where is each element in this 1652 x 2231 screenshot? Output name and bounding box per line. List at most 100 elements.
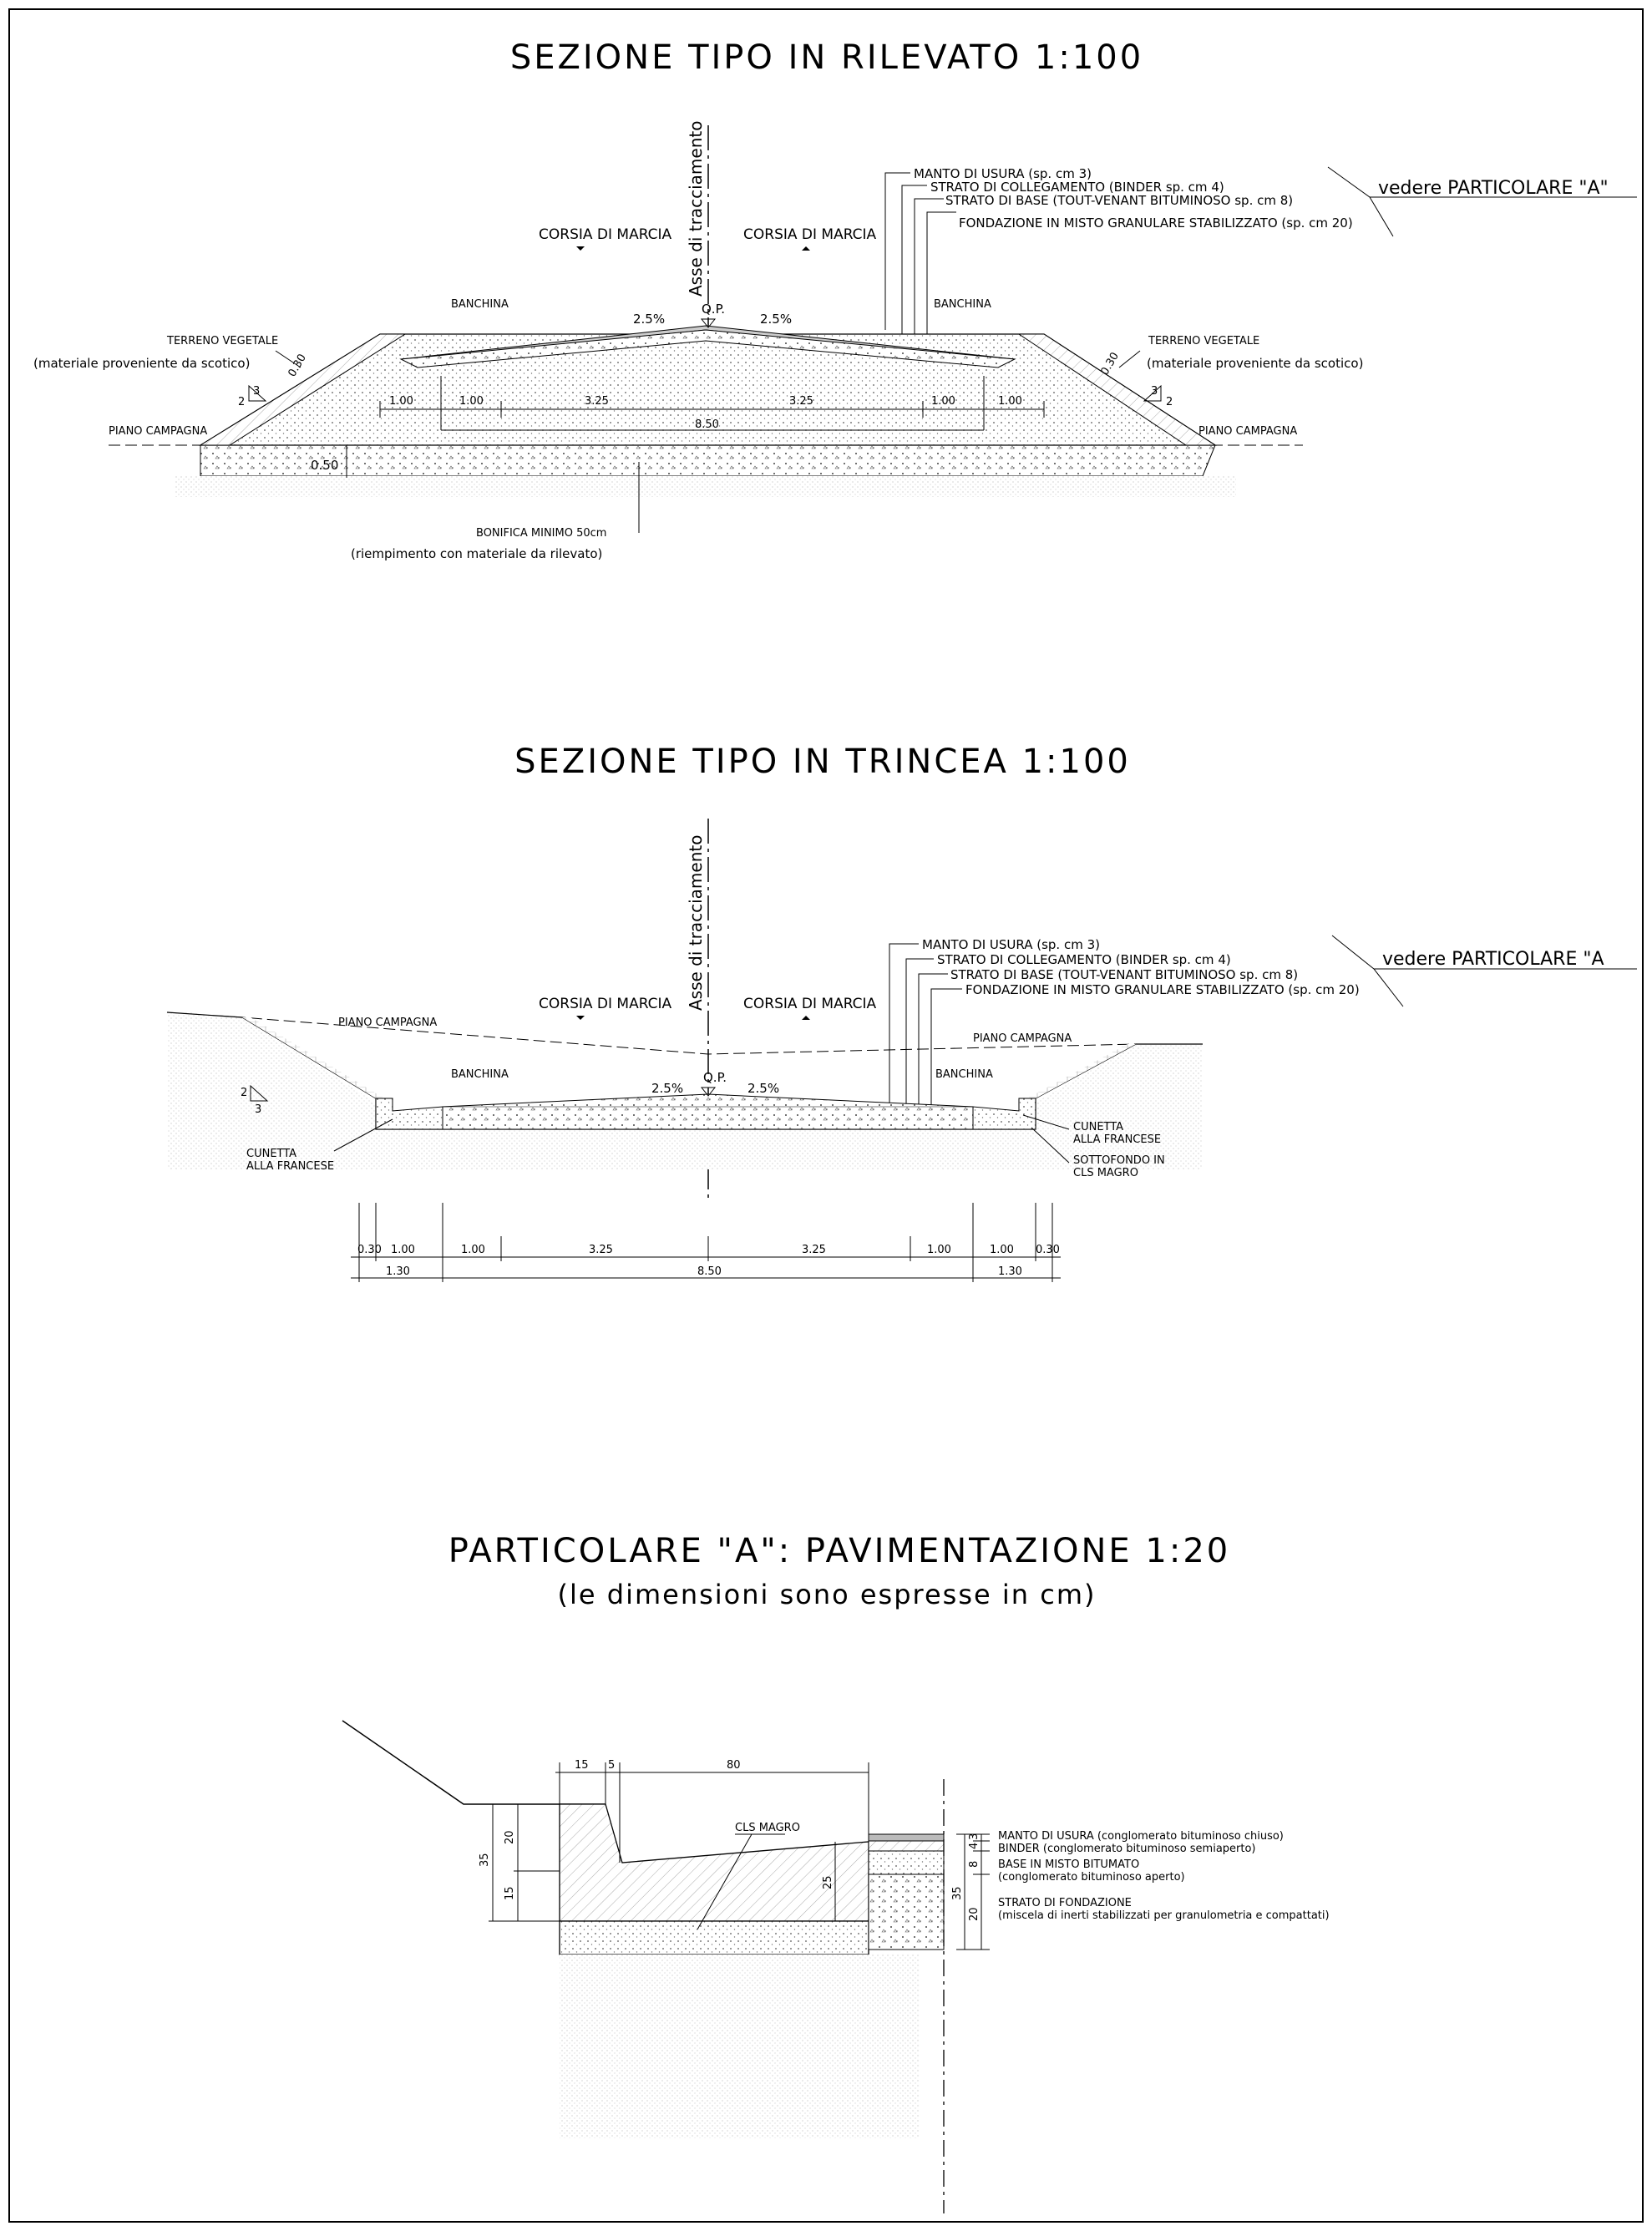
lane-right-arrow-2 xyxy=(802,1016,810,1020)
svg-text:3: 3 xyxy=(253,385,260,398)
top-dim-3: 80 xyxy=(727,1759,741,1772)
slope-right-label: 2.5% xyxy=(760,312,792,327)
dim2-total-3: 1.30 xyxy=(998,1265,1022,1278)
dim-5: 1.00 xyxy=(931,395,955,408)
shoulder-right-label-2: BANCHINA xyxy=(935,1068,993,1081)
dim2-5: 3.25 xyxy=(802,1244,826,1256)
axis-label-2: Asse di tracciamento xyxy=(686,835,706,1011)
detail-left-dims xyxy=(489,1803,560,1922)
left-dim-lower: 15 xyxy=(504,1886,516,1900)
dim2-2: 1.00 xyxy=(391,1244,415,1256)
right-dim-base: 8 xyxy=(968,1861,981,1868)
ditch-left-label-1: CUNETTA xyxy=(246,1148,296,1160)
note-base-desc: (conglomerato bituminoso aperto) xyxy=(998,1871,1185,1884)
subbase-label-2: CLS MAGRO xyxy=(1073,1167,1138,1179)
cls-label: CLS MAGRO xyxy=(735,1822,800,1834)
reference-link[interactable]: vedere PARTICOLARE "A" xyxy=(1378,178,1609,199)
topsoil-left xyxy=(199,333,407,446)
dim-3: 3.25 xyxy=(585,395,609,408)
svg-text:3: 3 xyxy=(255,1103,261,1116)
subbase-label-1: SOTTOFONDO IN xyxy=(1073,1154,1165,1167)
lane-left-label: CORSIA DI MARCIA xyxy=(539,226,672,243)
top-dim-2: 5 xyxy=(608,1759,615,1772)
detail-title: PARTICOLARE "A": PAVIMENTAZIONE 1:20 xyxy=(448,1532,1231,1570)
topsoil-right-leader xyxy=(1118,350,1141,368)
reclaim-layer xyxy=(200,444,1216,477)
section-trincea: SEZIONE TIPO IN TRINCEA 1:100 Asse di tr… xyxy=(166,743,1637,1282)
reclaim-title: BONIFICA MINIMO 50cm xyxy=(476,527,606,540)
cls-base xyxy=(559,1920,869,1955)
dim-1: 1.00 xyxy=(389,395,413,408)
reference-link-2[interactable]: vedere PARTICOLARE "A xyxy=(1382,949,1604,970)
section1-title: SEZIONE TIPO IN RILEVATO 1:100 xyxy=(510,38,1143,77)
lane-left-arrow-2 xyxy=(576,1016,585,1020)
layer-note-2-3: STRATO DI BASE (TOUT-VENANT BITUMINOSO s… xyxy=(950,967,1298,982)
layer-note-2-2: STRATO DI COLLEGAMENTO (BINDER sp. cm 4) xyxy=(937,952,1231,967)
layer-note-1: MANTO DI USURA (sp. cm 3) xyxy=(914,166,1092,181)
op-label: Q.P. xyxy=(702,302,725,317)
svg-text:2: 2 xyxy=(238,396,245,408)
cut-slope-left xyxy=(242,1017,384,1098)
note-binder: BINDER (conglomerato bituminoso semiaper… xyxy=(998,1843,1256,1855)
ditch-right-leader xyxy=(1022,1114,1070,1130)
dim2-8: 0.30 xyxy=(1036,1244,1060,1256)
detail-a: PARTICOLARE "A": PAVIMENTAZIONE 1:20 (le… xyxy=(342,1532,1330,2213)
ditch-left-label-2: ALLA FRANCESE xyxy=(246,1160,334,1173)
note-foundation-desc: (miscela di inerti stabilizzati per gran… xyxy=(998,1909,1330,1922)
reference-bracket xyxy=(1327,166,1637,237)
slope-left-label: 2.5% xyxy=(633,312,665,327)
reclaim-depth-label: 0.50 xyxy=(311,458,338,473)
sheet-border xyxy=(8,8,1644,2223)
ratio-right: 3 2 xyxy=(1143,384,1173,408)
topsoil-right-thickness: 0.30 xyxy=(1098,350,1121,378)
ground-right-label: PIANO CAMPAGNA xyxy=(1198,425,1297,438)
pavement-2 xyxy=(442,1093,974,1130)
pavement-base xyxy=(399,329,1016,368)
dim-total: 8.50 xyxy=(695,418,719,431)
svg-text:2: 2 xyxy=(241,1087,247,1099)
topsoil-right-note: (materiale proveniente da scotico) xyxy=(1147,356,1363,371)
ground-right-label-2: PIANO CAMPAGNA xyxy=(973,1032,1072,1045)
ground-left-label: PIANO CAMPAGNA xyxy=(109,425,207,438)
layer-leaders xyxy=(884,172,956,342)
top-dim-1: 15 xyxy=(575,1759,589,1772)
axis-label: Asse di tracciamento xyxy=(686,121,706,297)
ditch-right-label-1: CUNETTA xyxy=(1073,1121,1123,1133)
shoulder-right-label: BANCHINA xyxy=(934,298,991,311)
wearing-course xyxy=(868,1833,945,1842)
dim2-4: 3.25 xyxy=(589,1244,613,1256)
right-dim-foundation: 20 xyxy=(968,1907,981,1921)
detail-subtitle: (le dimensioni sono espresse in cm) xyxy=(558,1579,1097,1610)
cut-slope-right xyxy=(1027,1044,1136,1098)
cls-leader xyxy=(697,1833,753,1930)
reclaim-note: (riempimento con materiale da rilevato) xyxy=(351,546,602,561)
right-dim-binder: 4 xyxy=(968,1843,981,1849)
layer-leaders-2 xyxy=(889,943,962,1132)
op-marker xyxy=(700,318,717,328)
dim2-total-1: 1.30 xyxy=(386,1265,410,1278)
layer-note-2-4: FONDAZIONE IN MISTO GRANULARE STABILIZZA… xyxy=(965,982,1360,997)
lane-right-label-2: CORSIA DI MARCIA xyxy=(743,996,877,1012)
dim2-6: 1.00 xyxy=(927,1244,951,1256)
topsoil-left-leader xyxy=(275,350,302,368)
left-dim-total: 35 xyxy=(479,1853,491,1867)
detail-right-dims xyxy=(956,1833,990,1950)
lane-left-arrow xyxy=(576,246,585,251)
dim2-1: 0.30 xyxy=(357,1244,382,1256)
layer-note-2: STRATO DI COLLEGAMENTO (BINDER sp. cm 4) xyxy=(930,180,1224,195)
note-base: BASE IN MISTO BITUMATO xyxy=(998,1858,1139,1871)
right-dim-total: 35 xyxy=(951,1886,964,1900)
ditch-left-leader xyxy=(333,1118,393,1152)
detail-slope xyxy=(342,1720,606,1805)
shoulder-left-label-2: BANCHINA xyxy=(451,1068,509,1081)
layer-note-3: STRATO DI BASE (TOUT-VENANT BITUMINOSO s… xyxy=(945,193,1293,208)
reference-bracket-2 xyxy=(1331,935,1637,1007)
op-marker-2 xyxy=(700,1087,717,1097)
foundation-course xyxy=(868,1874,945,1950)
lane-right-arrow xyxy=(802,246,810,251)
section2-title: SEZIONE TIPO IN TRINCEA 1:100 xyxy=(514,743,1131,781)
topsoil-left-thickness: 0.30 xyxy=(286,352,308,379)
dimension-chain xyxy=(379,376,1045,431)
dim-4: 3.25 xyxy=(789,395,813,408)
cut-ratio: 2 3 xyxy=(241,1084,269,1116)
